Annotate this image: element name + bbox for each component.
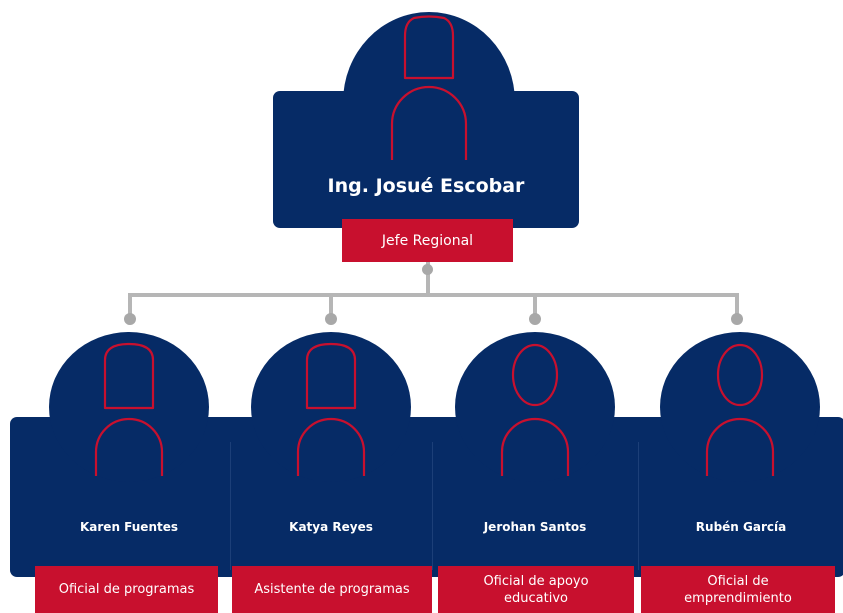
staff-divider-2 — [432, 442, 433, 570]
staff-card-dome — [455, 332, 615, 482]
connector-horizontal — [128, 293, 739, 297]
staff-name: Karen Fuentes — [79, 520, 178, 534]
head-card-body — [273, 91, 579, 228]
person-outline-icon — [500, 343, 570, 476]
connector-vertical-main — [426, 262, 430, 296]
connector-drop-4 — [735, 293, 739, 318]
connector-node-3 — [529, 313, 541, 325]
staff-name: Katya Reyes — [289, 520, 373, 534]
connector-drop-3 — [533, 293, 537, 318]
staff-role: Asistente de programas — [254, 582, 410, 597]
connector-node-2 — [325, 313, 337, 325]
head-name: Ing. Josué Escobar — [327, 175, 525, 197]
person-outline-icon — [296, 342, 366, 476]
person-outline-icon — [390, 15, 468, 160]
staff-role: Oficial de apoyo educativo — [483, 573, 589, 606]
connector-node-1 — [124, 313, 136, 325]
connector-node-head — [422, 264, 433, 275]
staff-role-badge: Oficial de emprendimiento — [641, 566, 835, 613]
staff-divider-1 — [230, 442, 231, 570]
head-role: Jefe Regional — [381, 232, 474, 249]
connector-drop-1 — [128, 293, 132, 318]
staff-name: Jerohan Santos — [483, 520, 587, 534]
staff-name: Rubén García — [695, 520, 787, 534]
staff-card-dome — [660, 332, 820, 482]
head-role-badge: Jefe Regional — [342, 219, 513, 262]
staff-divider-3 — [638, 442, 639, 570]
staff-role: Oficial de emprendimiento — [684, 573, 792, 606]
staff-role-badge: Asistente de programas — [232, 566, 432, 613]
connector-drop-2 — [329, 293, 333, 318]
person-outline-icon — [705, 343, 775, 476]
staff-role-badge: Oficial de apoyo educativo — [438, 566, 634, 613]
person-outline-icon — [94, 342, 164, 476]
connector-node-4 — [731, 313, 743, 325]
staff-role-badge: Oficial de programas — [35, 566, 218, 613]
staff-role: Oficial de programas — [58, 582, 195, 597]
